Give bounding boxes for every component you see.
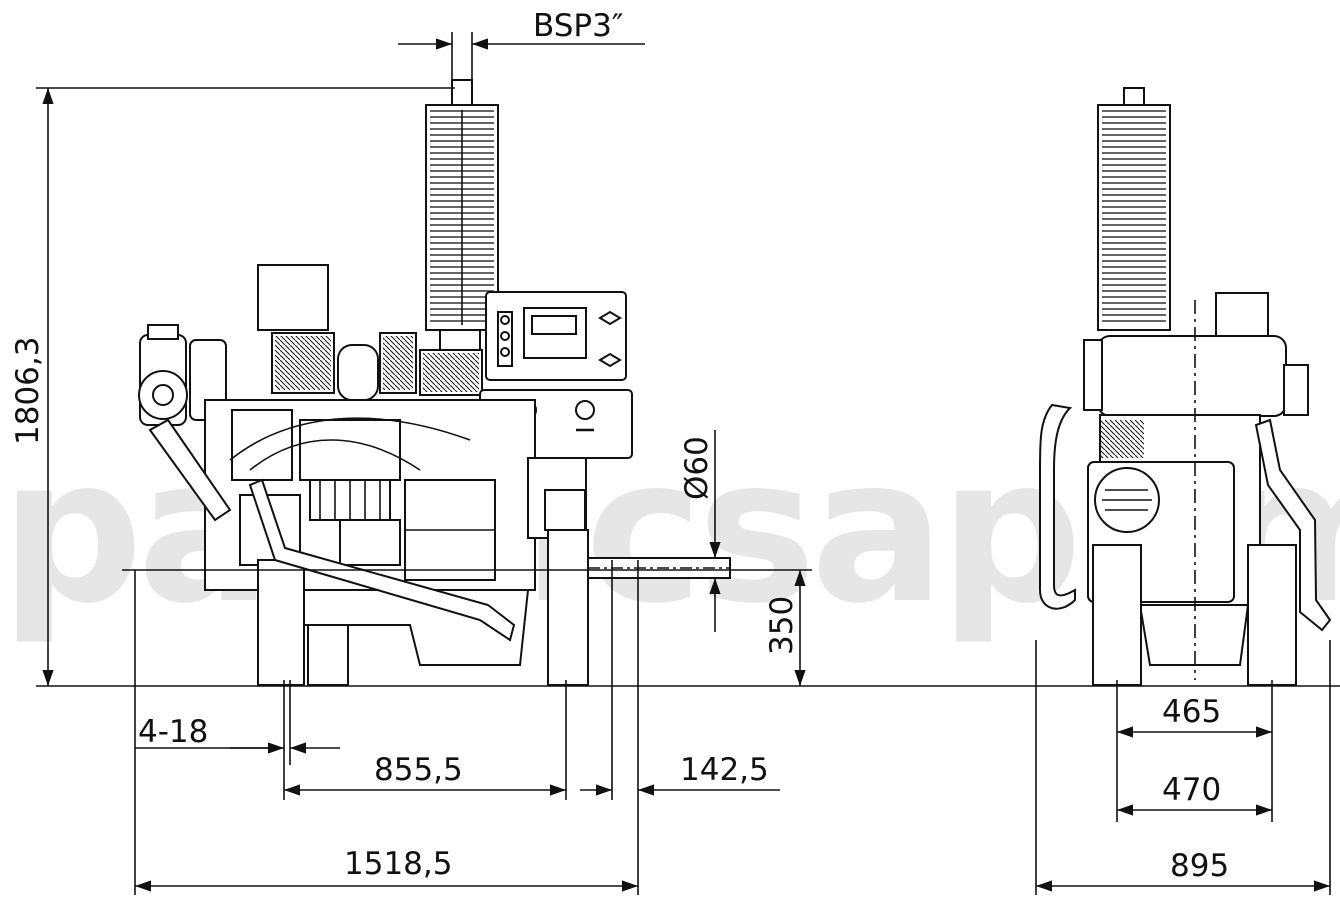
end-left-foot xyxy=(1092,544,1142,686)
dim-width-465: 465 xyxy=(1162,694,1221,730)
dim-shaft-height: 350 xyxy=(764,596,800,655)
dimension-labels: BSP3″ 1806,3 Ø60 350 4-18 855,5 142,5 15… xyxy=(10,8,1229,884)
end-right-pipe xyxy=(1254,418,1332,632)
dim-bsp: BSP3″ xyxy=(533,8,623,44)
exhaust-pipe xyxy=(148,418,232,522)
dim-hole-spacing-length: 855,5 xyxy=(374,752,463,788)
engine-block xyxy=(204,399,536,591)
dim-overall-length: 1518,5 xyxy=(344,846,452,882)
exhaust-silencer xyxy=(425,79,499,353)
dim-overall-height: 1806,3 xyxy=(10,337,46,445)
end-oil-sump xyxy=(1138,604,1250,666)
turbo-housing xyxy=(138,324,227,426)
mounting-feet xyxy=(257,529,589,686)
dim-bolt-holes: 4-18 xyxy=(138,714,208,750)
air-filter xyxy=(257,264,329,331)
dim-shaft-diameter: Ø60 xyxy=(679,436,715,500)
cooler-blocks xyxy=(271,332,483,401)
dimension-lines xyxy=(36,32,1340,895)
control-panel xyxy=(485,291,627,381)
end-view xyxy=(1039,87,1332,686)
end-cylinder-head xyxy=(1097,335,1287,417)
coolant-pipe xyxy=(248,478,516,642)
dim-width-470: 470 xyxy=(1162,772,1221,808)
side-view xyxy=(138,79,731,686)
end-right-foot xyxy=(1247,544,1297,686)
dim-shaft-overhang: 142,5 xyxy=(680,752,769,788)
dim-overall-width: 895 xyxy=(1170,848,1229,884)
flywheel-housing xyxy=(527,457,587,539)
end-left-pipe xyxy=(1039,403,1076,610)
